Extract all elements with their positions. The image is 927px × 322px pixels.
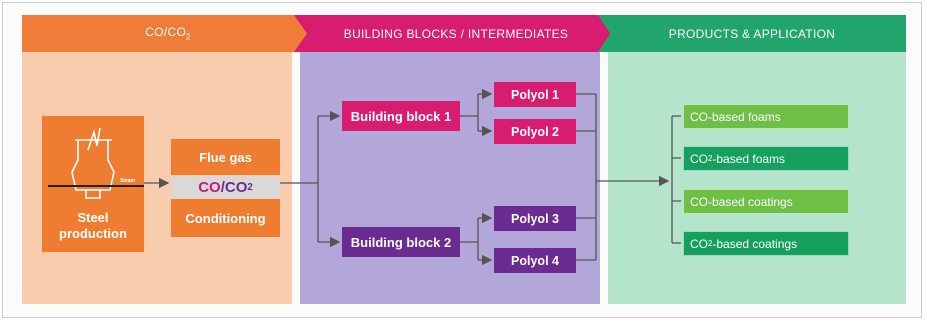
co2-sub: 2 bbox=[247, 181, 253, 193]
steel-production-label: Steel production bbox=[42, 210, 144, 242]
header-products: PRODUCTS & APPLICATION bbox=[598, 15, 906, 52]
steel-production-box: Steam Steel production bbox=[42, 116, 144, 252]
product-co2-coatings-sub: 2 bbox=[708, 239, 713, 248]
header-building-blocks: BUILDING BLOCKS / INTERMEDIATES bbox=[294, 15, 618, 52]
slash-label: / bbox=[220, 178, 225, 196]
steel-label-line1: Steel bbox=[77, 210, 109, 225]
line-products-bracket bbox=[671, 115, 681, 244]
header-co-co2-sub: 2 bbox=[186, 32, 191, 42]
line-polyols-merge bbox=[576, 93, 597, 261]
building-block-1: Building block 1 bbox=[342, 101, 460, 131]
line-bb1-split bbox=[460, 94, 479, 131]
co-label: CO bbox=[198, 178, 221, 196]
co2-label: CO bbox=[224, 178, 248, 196]
product-co2-foams-post: -based foams bbox=[712, 151, 786, 166]
line-gas-split bbox=[280, 116, 319, 242]
panel-products bbox=[608, 50, 906, 304]
furnace-icon: Steam bbox=[48, 127, 144, 199]
building-block-2: Building block 2 bbox=[342, 227, 460, 257]
product-co2-foams-sub: 2 bbox=[708, 154, 713, 163]
polyol-4: Polyol 4 bbox=[494, 248, 576, 273]
header-co-co2-label: CO/CO bbox=[145, 25, 187, 40]
line-bb2-split bbox=[460, 218, 479, 260]
product-co2-coatings-post: -based coatings bbox=[712, 236, 798, 251]
product-co-foams: CO-based foams bbox=[683, 104, 849, 129]
product-co-coatings: CO-based coatings bbox=[683, 189, 849, 214]
flue-gas-box: Flue gas bbox=[171, 139, 280, 175]
polyol-1: Polyol 1 bbox=[494, 82, 576, 107]
header-building-blocks-label: BUILDING BLOCKS / INTERMEDIATES bbox=[343, 26, 569, 41]
polyol-2: Polyol 2 bbox=[494, 119, 576, 144]
svg-text:Steam: Steam bbox=[120, 178, 136, 184]
header-co-co2: CO/CO2 bbox=[22, 15, 314, 52]
steel-label-line2: production bbox=[59, 226, 127, 241]
product-co2-coatings-pre: CO bbox=[690, 236, 708, 251]
product-co2-foams-pre: CO bbox=[690, 151, 708, 166]
polyol-3: Polyol 3 bbox=[494, 206, 576, 231]
header-products-label: PRODUCTS & APPLICATION bbox=[668, 26, 836, 41]
conditioning-box: Conditioning bbox=[171, 199, 280, 237]
